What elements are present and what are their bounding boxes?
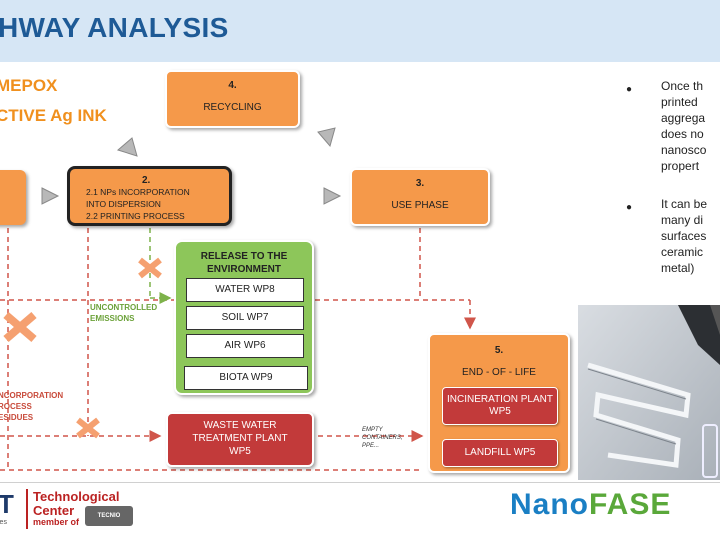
- air-wp6-box: AIR WP6: [186, 334, 304, 358]
- arrow-use-to-rec: [317, 127, 336, 148]
- incorporation-line-1: NCORPORATION: [0, 391, 64, 400]
- recycling-label: RECYCLING: [203, 102, 262, 113]
- subtitle-ink: CTIVE Ag INK: [0, 106, 107, 125]
- printed-ink-photo: [578, 305, 720, 480]
- use-number: 3.: [415, 178, 425, 189]
- logo-divider: [26, 489, 28, 529]
- landfill-box: LANDFILL WP5: [442, 439, 558, 467]
- bullet-1-line-4: does no: [661, 127, 704, 141]
- nanofase-logo-nano: Nano: [510, 488, 589, 521]
- bullet-2-line-3: surfaces: [661, 229, 707, 243]
- ink-line-2: INTO DISPERSION: [86, 199, 161, 209]
- title-bar: HWAY ANALYSIS: [0, 0, 720, 62]
- release-title: RELEASE TO THE ENVIRONMENT: [200, 251, 288, 275]
- uncontrolled-emissions-label: UNCONTROLLED EMISSIONS: [90, 302, 157, 324]
- bullet-icon: ●: [626, 202, 633, 213]
- wwtp-box: WASTE WATER TREATMENT PLANT WP5: [166, 412, 314, 467]
- incorporation-line-2: ROCESS: [0, 402, 32, 411]
- uncontrolled-line-1: UNCONTROLLED: [90, 303, 158, 312]
- ink-process-box: 2. 2.1 NPs INCORPORATION INTO DISPERSION…: [67, 166, 232, 226]
- soil-wp7-box: SOIL WP7: [186, 306, 304, 330]
- footer: T ies Technological Center member of TEC…: [0, 482, 720, 540]
- empty-line-3: PPE...: [362, 443, 380, 449]
- incorporation-residues-label: NCORPORATION ROCESS ESIDUES: [0, 390, 63, 423]
- use-label: USE PHASE: [391, 200, 449, 211]
- incineration-box: INCINERATION PLANT WP5: [442, 387, 558, 425]
- bullet-2-line-4: ceramic: [661, 245, 704, 259]
- use-phase-box: 3. USE PHASE: [350, 168, 490, 226]
- arrow-ink-to-use: [323, 187, 342, 205]
- bullet-2-line-1: It can be: [661, 197, 708, 211]
- ink-line-3: 2.2 PRINTING PROCESS: [86, 211, 185, 221]
- empty-line-2: CONTAINERS,: [362, 435, 403, 441]
- tecnio-logo: TECNIO: [85, 506, 133, 526]
- bullet-icon: ●: [626, 84, 633, 95]
- recycling-box: 4. RECYCLING: [165, 70, 300, 128]
- logo-ies: ies: [0, 519, 7, 526]
- uncontrolled-line-2: EMISSIONS: [90, 314, 135, 323]
- bullet-2-line-2: many di: [661, 213, 704, 227]
- bullet-1-line-3: aggrega: [661, 111, 706, 125]
- release-environment-box: RELEASE TO THE ENVIRONMENT WATER WP8 SOI…: [174, 240, 314, 395]
- bullet-1-line-5: nanosco: [661, 143, 707, 157]
- step-1-box: [0, 170, 26, 225]
- member-of-label: member of: [33, 517, 80, 527]
- empty-containers-label: EMPTY CONTAINERS, PPE...: [362, 426, 403, 450]
- water-wp8-box: WATER WP8: [186, 278, 304, 302]
- bullet-1-line-2: printed: [661, 95, 698, 109]
- slide-title: HWAY ANALYSIS: [0, 12, 229, 43]
- empty-line-1: EMPTY: [362, 427, 383, 433]
- nanofase-logo-fase: FASE: [589, 488, 672, 521]
- incorporation-line-3: ESIDUES: [0, 413, 34, 422]
- ink-line-1: 2.1 NPs INCORPORATION: [86, 187, 190, 197]
- eol-label: END - OF - LIFE: [462, 367, 536, 378]
- subtitle-mepox: MEPOX: [0, 76, 58, 95]
- arrow-left-to-ink: [41, 187, 60, 205]
- x-mark-bottom: [76, 417, 100, 439]
- wwtp-line-3: WP5: [229, 446, 251, 457]
- bullet-2-line-5: metal): [661, 261, 695, 275]
- tech-line-1: Technological: [33, 489, 120, 504]
- x-mark-green: [138, 257, 162, 279]
- photo-illustration: [578, 305, 720, 480]
- wwtp-line-1: WASTE WATER: [203, 420, 277, 431]
- bullet-1-line-1: Once th: [661, 79, 704, 93]
- x-mark-left: [3, 311, 37, 343]
- arrow-rec-to-ink: [116, 137, 138, 157]
- tech-line-2: Center: [33, 503, 75, 518]
- logo-t: T: [0, 489, 14, 519]
- recycling-number: 4.: [228, 80, 237, 91]
- bullet-1-line-6: propert: [661, 159, 700, 173]
- biota-wp9-box: BIOTA WP9: [184, 366, 308, 390]
- ink-number: 2.: [142, 175, 151, 186]
- nanofase-logo: NanoFASE: [510, 488, 671, 522]
- end-of-life-box: 5. END - OF - LIFE INCINERATION PLANT WP…: [428, 333, 570, 473]
- eol-number: 5.: [494, 345, 504, 356]
- wwtp-line-2: TREATMENT PLANT: [192, 433, 288, 444]
